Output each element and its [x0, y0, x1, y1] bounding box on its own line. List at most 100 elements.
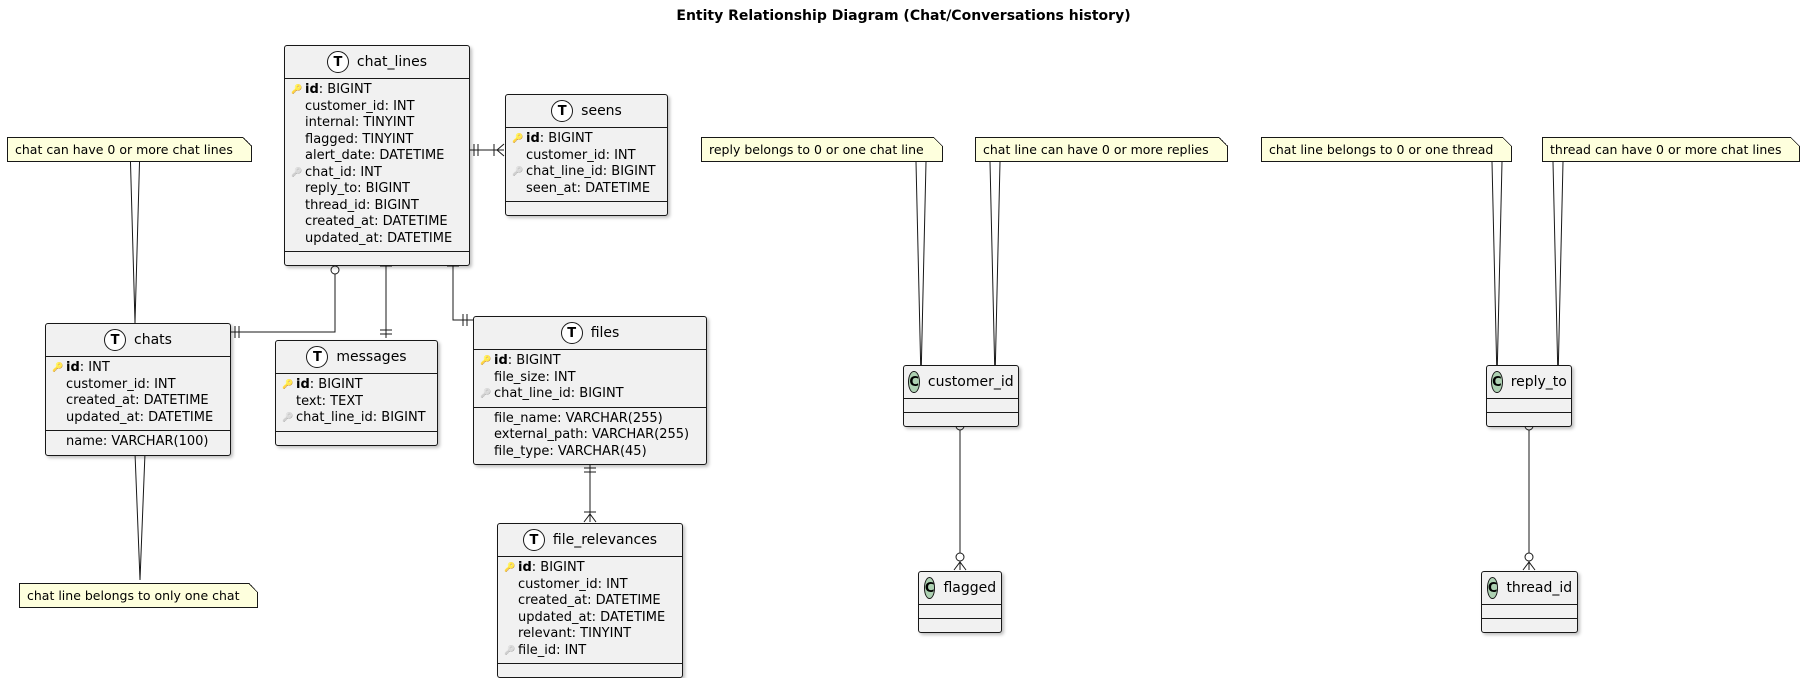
entity-field: 🔑id: BIGINT [282, 377, 431, 394]
field-type: customer_id: INT [518, 576, 628, 592]
note-chat-belongs: chat line belongs to only one chat [19, 583, 259, 608]
entity-field: 🔑chat_line_id: BIGINT [512, 164, 661, 181]
entity-name: reply_to [1510, 374, 1567, 390]
diagram-title: Entity Relationship Diagram (Chat/Conver… [676, 8, 1131, 24]
foreign-key-icon: 🔑 [512, 167, 524, 177]
field-type: relevant: TINYINT [518, 626, 632, 641]
entity-field: customer_id: INT [52, 377, 224, 394]
field-type: created_at: DATETIME [305, 214, 448, 229]
class-badge-icon: C [923, 577, 936, 599]
field-type: external_path: VARCHAR(255) [494, 427, 690, 442]
field-type: file_id: INT [518, 642, 587, 658]
entity-name: messages [336, 349, 407, 365]
field-name: id [526, 131, 540, 146]
field-type: : BIGINT [539, 131, 593, 146]
field-type: text: TEXT [296, 393, 363, 409]
entity-field: flagged: TINYINT [291, 132, 463, 149]
note-connector [915, 161, 927, 381]
entity-field: alert_date: DATETIME [291, 148, 463, 165]
table-badge-icon: T [104, 329, 127, 351]
entity-field: created_at: DATETIME [504, 593, 676, 610]
foreign-key-icon: 🔑 [504, 645, 516, 656]
entity-field: 🔑id: BIGINT [504, 560, 676, 577]
primary-key-icon: 🔑 [52, 363, 64, 373]
entity-field: external_path: VARCHAR(255) [480, 427, 700, 444]
field-type: chat_line_id: BIGINT [296, 410, 426, 425]
class-badge-icon: C [1486, 577, 1499, 599]
field-type: name: VARCHAR(100) [66, 434, 209, 449]
entity-name: seens [581, 103, 622, 119]
field-type: seen_at: DATETIME [526, 180, 651, 196]
entity-field: relevant: TINYINT [504, 626, 676, 643]
field-type: reply_to: BIGINT [305, 181, 411, 196]
field-name: id [305, 82, 319, 97]
field-type: alert_date: DATETIME [305, 148, 445, 163]
relation-chatlines-chats [229, 256, 336, 333]
note-reply-belongs: reply belongs to 0 or one chat line [701, 137, 943, 162]
field-name: id [296, 377, 310, 392]
entity-field: 🔑chat_id: INT [291, 165, 463, 182]
note-connector [1491, 161, 1503, 381]
field-type: file_name: VARCHAR(255) [494, 410, 663, 426]
note-connector [989, 161, 1001, 381]
field-type: customer_id: INT [526, 147, 636, 163]
entity-name: files [590, 325, 620, 341]
field-type: customer_id: INT [66, 376, 176, 392]
class-badge-icon: C [908, 371, 920, 393]
field-type: created_at: DATETIME [518, 593, 661, 608]
field-type: chat_id: INT [305, 164, 382, 180]
field-type: : BIGINT [531, 560, 585, 575]
field-type: : INT [79, 360, 110, 375]
field-type: : BIGINT [507, 353, 561, 368]
entity-name: file_relevances [552, 532, 658, 548]
table-badge-icon: T [306, 346, 329, 368]
entity-field: 🔑id: BIGINT [512, 131, 661, 148]
entity-field: thread_id: BIGINT [291, 198, 463, 215]
table-badge-icon: T [560, 322, 583, 344]
table-badge-icon: T [326, 51, 349, 73]
field-type: thread_id: BIGINT [305, 197, 419, 213]
table-badge-icon: T [551, 100, 574, 122]
entity-name: flagged [943, 580, 997, 596]
entity-field: customer_id: INT [504, 577, 676, 594]
entity-field: updated_at: DATETIME [291, 231, 463, 248]
entity-name: chat_lines [356, 54, 428, 70]
primary-key-icon: 🔑 [480, 356, 492, 366]
note-replies: chat line can have 0 or more replies [975, 137, 1228, 162]
entity-field: 🔑id: BIGINT [291, 82, 463, 99]
relation-chatlines-files [452, 256, 473, 321]
class-badge-icon: C [1491, 371, 1503, 393]
primary-key-icon: 🔑 [504, 563, 516, 573]
note-chat-lines: chat can have 0 or more chat lines [7, 137, 252, 162]
field-type: internal: TINYINT [305, 115, 415, 130]
field-type: : BIGINT [309, 377, 363, 392]
note-thread-belongs: chat line belongs to 0 or one thread [1261, 137, 1513, 162]
entity-field: file_name: VARCHAR(255) [480, 411, 700, 428]
entity-field: file_type: VARCHAR(45) [480, 444, 700, 461]
entity-field: reply_to: BIGINT [291, 181, 463, 198]
field-type: flagged: TINYINT [305, 131, 414, 147]
field-name: id [66, 360, 80, 375]
entity-field: updated_at: DATETIME [504, 610, 676, 627]
entity-name: chats [134, 332, 172, 348]
entity-field: internal: TINYINT [291, 115, 463, 132]
entity-field: name: VARCHAR(100) [52, 434, 224, 451]
foreign-key-icon: 🔑 [282, 413, 294, 423]
table-badge-icon: T [522, 529, 545, 551]
primary-key-icon: 🔑 [282, 380, 294, 390]
field-type: updated_at: DATETIME [66, 409, 214, 425]
foreign-key-icon: 🔑 [291, 167, 303, 178]
field-type: file_type: VARCHAR(45) [494, 443, 647, 459]
entity-field: customer_id: INT [512, 148, 661, 165]
entity-name: customer_id [927, 374, 1014, 390]
